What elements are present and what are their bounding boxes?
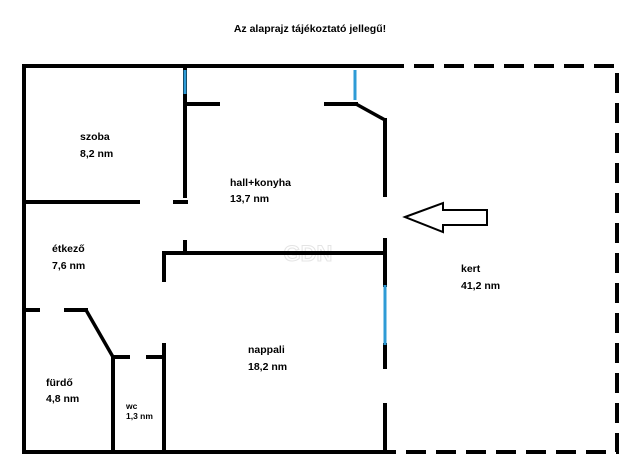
garden-outline xyxy=(384,64,619,454)
room-kert: kert 41,2 nm xyxy=(461,263,500,292)
disclaimer-note: Az alaprajz tájékoztató jellegű! xyxy=(234,23,386,35)
room-hall: hall+konyha 13,7 nm xyxy=(230,177,291,205)
room-szoba-name: szoba xyxy=(80,131,110,143)
room-etkezo-area: 7,6 nm xyxy=(52,260,85,272)
room-wc: wc 1,3 nm xyxy=(125,401,153,421)
room-kert-name: kert xyxy=(461,263,481,275)
room-hall-area: 13,7 nm xyxy=(230,193,269,205)
room-wc-area: 1,3 nm xyxy=(126,411,153,421)
room-szoba-area: 8,2 nm xyxy=(80,148,113,160)
entrance-arrow-icon xyxy=(402,201,488,234)
furdo-door-swing xyxy=(84,308,115,359)
room-furdo-area: 4,8 nm xyxy=(46,393,79,405)
room-nappali-area: 18,2 nm xyxy=(248,361,287,373)
room-hall-name: hall+konyha xyxy=(230,177,291,189)
room-furdo-name: fürdő xyxy=(46,377,73,389)
interior-walls xyxy=(22,64,387,454)
windows xyxy=(183,70,387,345)
outer-walls xyxy=(22,64,388,454)
room-etkezo: étkező 7,6 nm xyxy=(52,243,85,272)
room-kert-area: 41,2 nm xyxy=(461,280,500,292)
room-nappali: nappali 18,2 nm xyxy=(248,344,287,373)
room-nappali-name: nappali xyxy=(248,344,285,356)
room-szoba: szoba 8,2 nm xyxy=(80,131,113,160)
hall-door-swing xyxy=(354,102,387,122)
room-wc-name: wc xyxy=(125,401,138,411)
room-etkezo-name: étkező xyxy=(52,243,85,255)
room-furdo: fürdő 4,8 nm xyxy=(46,377,79,405)
door-swings xyxy=(84,102,387,359)
